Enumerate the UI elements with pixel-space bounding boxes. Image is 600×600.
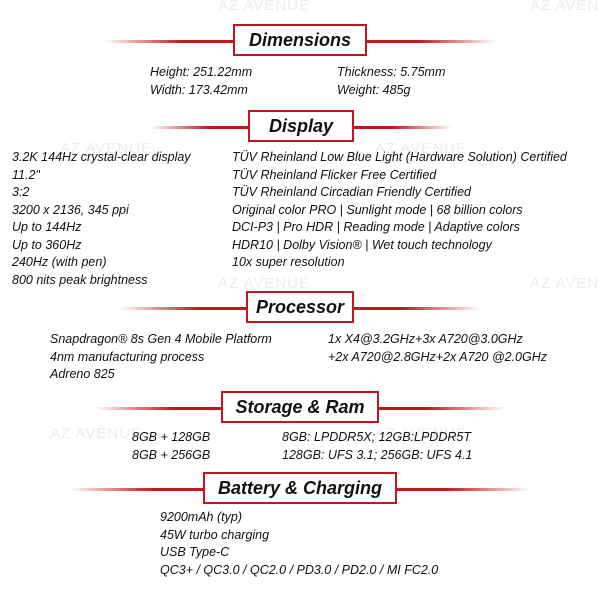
- spec-line: 128GB: UFS 3.1; 256GB: UFS 4.1: [282, 447, 473, 462]
- header-rule: [352, 126, 452, 129]
- spec-line: 8GB + 256GB: [132, 447, 211, 462]
- storage-title-box: Storage & Ram: [221, 391, 379, 423]
- spec-line: Width: 173.42mm: [150, 82, 248, 97]
- display-right: TÜV Rheinland Low Blue Light (Hardware S…: [232, 149, 567, 272]
- battery-header: Battery & Charging: [0, 472, 600, 506]
- display-title-box: Display: [248, 110, 354, 142]
- watermark: AZ AVENUE: [218, 0, 311, 14]
- spec-line: 800 nits peak brightness: [12, 272, 148, 287]
- dimensions-left: Height: 251.22mm Width: 173.42mm: [150, 64, 252, 99]
- spec-line: 3.2K 144Hz crystal-clear display: [12, 150, 191, 164]
- dimensions-title-box: Dimensions: [233, 24, 367, 56]
- processor-right: 1x X4@3.2GHz+3x A720@3.0GHz +2x A720@2.8…: [328, 331, 547, 366]
- header-rule: [70, 488, 210, 491]
- spec-line: Original color PRO | Sunlight mode | 68 …: [232, 202, 523, 217]
- battery-title-box: Battery & Charging: [203, 472, 397, 504]
- storage-right: 8GB: LPDDR5X; 12GB:LPDDR5T 128GB: UFS 3.…: [282, 429, 472, 464]
- header-rule: [150, 126, 250, 129]
- dimensions-header: Dimensions: [0, 24, 600, 58]
- spec-line: TÜV Rheinland Low Blue Light (Hardware S…: [232, 150, 567, 164]
- processor-title-box: Processor: [246, 291, 354, 323]
- spec-line: 45W turbo charging: [160, 527, 270, 542]
- processor-header: Processor: [0, 291, 600, 325]
- spec-line: 4nm manufacturing process: [50, 349, 205, 364]
- spec-line: +2x A720@2.8GHz+2x A720 @2.0GHz: [328, 349, 548, 364]
- display-left: 3.2K 144Hz crystal-clear display 11.2" 3…: [12, 149, 191, 289]
- spec-line: 10x super resolution: [232, 255, 345, 269]
- header-rule: [350, 307, 480, 310]
- spec-line: Adreno 825: [50, 367, 115, 381]
- spec-line: Up to 360Hz: [12, 237, 82, 252]
- battery-title: Battery & Charging: [217, 477, 383, 498]
- spec-line: TÜV Rheinland Circadian Friendly Certifi…: [232, 185, 471, 199]
- header-rule: [95, 407, 225, 410]
- spec-line: 8GB: LPDDR5X; 12GB:LPDDR5T: [282, 430, 471, 444]
- watermark: AZ AVENUE: [218, 275, 311, 292]
- spec-line: 3200 x 2136, 345 ppi: [12, 202, 129, 217]
- battery-list: 9200mAh (typ) 45W turbo charging USB Typ…: [160, 509, 438, 579]
- watermark: AZ AVENUE: [375, 425, 468, 442]
- storage-title: Storage & Ram: [235, 396, 365, 417]
- header-rule: [390, 488, 530, 491]
- display-header: Display: [0, 110, 600, 144]
- spec-line: DCI-P3 | Pro HDR | Reading mode | Adapti…: [232, 220, 520, 234]
- spec-line: HDR10 | Dolby Vision® | Wet touch techno…: [232, 237, 492, 252]
- spec-line: 11.2": [12, 167, 40, 182]
- spec-line: 1x X4@3.2GHz+3x A720@3.0GHz: [328, 332, 523, 346]
- spec-line: 8GB + 128GB: [132, 430, 211, 444]
- spec-line: Snapdragon® 8s Gen 4 Mobile Platform: [50, 332, 272, 346]
- processor-title: Processor: [255, 296, 345, 317]
- dimensions-right: Thickness: 5.75mm Weight: 485g: [337, 64, 445, 99]
- storage-left: 8GB + 128GB 8GB + 256GB: [132, 429, 210, 464]
- spec-line: Height: 251.22mm: [150, 65, 253, 79]
- header-rule: [120, 307, 250, 310]
- spec-line: 9200mAh (typ): [160, 510, 242, 524]
- watermark: AZ AVENUE: [375, 140, 468, 157]
- spec-line: Up to 144Hz: [12, 220, 82, 234]
- spec-line: Thickness: 5.75mm: [337, 65, 446, 79]
- spec-line: TÜV Rheinland Flicker Free Certified: [232, 167, 437, 182]
- spec-line: 3:2: [12, 185, 30, 199]
- processor-left: Snapdragon® 8s Gen 4 Mobile Platform 4nm…: [50, 331, 272, 384]
- header-rule: [366, 40, 496, 43]
- watermark: AZ AVENUE: [50, 425, 143, 442]
- dimensions-title: Dimensions: [248, 29, 352, 50]
- spec-line: QC3+ / QC3.0 / QC2.0 / PD3.0 / PD2.0 / M…: [160, 562, 439, 577]
- spec-line: 240Hz (with pen): [12, 255, 107, 269]
- spec-line: Weight: 485g: [337, 82, 411, 97]
- watermark: AZ AVENUE: [530, 275, 600, 292]
- storage-header: Storage & Ram: [0, 391, 600, 425]
- header-rule: [375, 407, 505, 410]
- header-rule: [105, 40, 235, 43]
- watermark: AZ AVENUE: [60, 140, 153, 157]
- watermark: AZ AVENUE: [530, 0, 600, 14]
- spec-line: USB Type-C: [160, 545, 230, 559]
- display-title: Display: [268, 115, 334, 136]
